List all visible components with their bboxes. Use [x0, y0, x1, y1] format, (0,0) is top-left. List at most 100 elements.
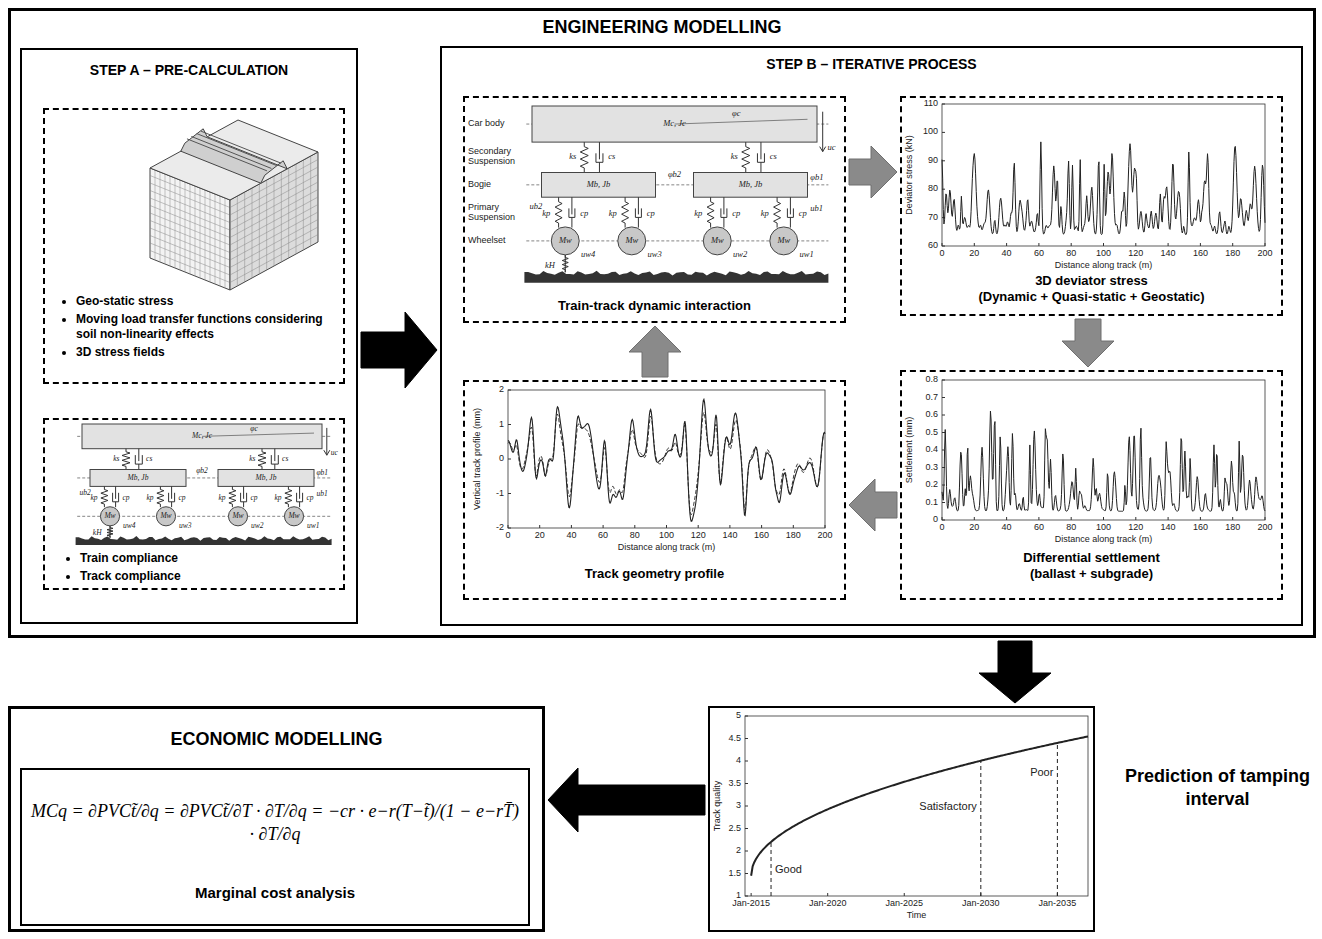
model-symbol: uw3: [647, 250, 661, 259]
wheel: [284, 507, 303, 526]
panel: Geo-static stressMoving load transfer fu…: [8, 8, 1316, 638]
damper-symbol: [138, 449, 139, 461]
model-part-label: Secondary Suspension: [468, 147, 530, 167]
axis-tick: 160: [1193, 523, 1208, 533]
mesh-line: [230, 212, 318, 260]
block-arrow: [1062, 319, 1114, 367]
damper-symbol: [638, 217, 639, 227]
axis-tick: [745, 716, 748, 717]
model-symbol: Mw: [711, 236, 724, 245]
spring-symbol: [562, 255, 568, 272]
step-panel: Train-track dynamic interaction3D deviat…: [440, 46, 1303, 626]
axis-tick: 100: [923, 127, 938, 137]
spring-symbol: [622, 197, 629, 227]
block-arrow: [849, 479, 897, 531]
axis-tick: 60: [1034, 249, 1044, 259]
damper-symbol: [757, 153, 764, 162]
damper-symbol: [299, 502, 300, 507]
axis-tick: -1: [496, 489, 504, 499]
damper-symbol: [721, 208, 727, 217]
damper-symbol: [638, 197, 639, 214]
damper-symbol: [723, 197, 724, 214]
axis-tick: [698, 525, 699, 528]
model-symbol: uw4: [123, 522, 136, 530]
axis-tick: 1.5: [728, 869, 741, 879]
block-arrow: [548, 768, 705, 832]
car-body: [82, 424, 322, 449]
model-symbol: Mw: [232, 512, 243, 520]
axis-tick: 160: [1193, 249, 1208, 259]
damper-symbol: [171, 486, 172, 498]
axis-tick: [827, 893, 828, 896]
axis-tick: [634, 525, 635, 528]
arrow-head: [820, 147, 826, 152]
axis-tick: [508, 493, 511, 494]
spring-symbol: [285, 486, 292, 507]
spring-symbol: [122, 449, 130, 470]
axis-tick: [1071, 243, 1072, 246]
plot-frame: [942, 104, 1265, 246]
model-symbol: kp: [218, 494, 225, 502]
axis-tick: [1038, 243, 1039, 246]
block-arrow: [979, 641, 1051, 703]
axis-title: Distance along track (m): [1055, 261, 1153, 271]
model-symbol: cs: [770, 153, 777, 162]
caption: Marginal cost analysis: [30, 884, 520, 903]
damper-symbol: [596, 153, 603, 162]
text-group: Marginal cost analysis: [30, 884, 520, 903]
damper-symbol: [171, 502, 172, 507]
text-group: Prediction of tamping interval: [1125, 765, 1310, 810]
damper-symbol: [274, 464, 275, 469]
rail-line: [197, 134, 277, 166]
model-symbol: ub1: [810, 204, 823, 213]
axis-tick: 40: [1002, 523, 1012, 533]
spring-symbol: [580, 142, 588, 172]
axis-tick: 0.8: [925, 375, 938, 385]
wheel: [100, 507, 119, 526]
axis-tick: 60: [1034, 523, 1044, 533]
axis-tick: [666, 525, 667, 528]
node-title: ECONOMIC MODELLING: [8, 728, 545, 751]
displacement-arrow: [326, 428, 327, 455]
axis-tick: 0: [499, 454, 504, 464]
damper-symbol: [599, 162, 600, 172]
axis-title: Deviator stress (kN): [905, 135, 915, 215]
model-symbol: ks: [569, 153, 576, 162]
model-symbol: Mw: [777, 236, 790, 245]
model-symbol: cp: [250, 494, 257, 502]
model-symbol: cp: [647, 210, 655, 219]
node-title: Differential settlement: [900, 550, 1283, 566]
axis-tick: 0.1: [925, 498, 938, 508]
model-symbol: kp: [146, 494, 153, 502]
annotation: Satisfactory: [919, 800, 976, 812]
node-title: 3D deviator stress: [900, 273, 1283, 289]
axis-tick: 110: [924, 99, 938, 109]
rail-profile: [524, 271, 828, 283]
axis-tick: 40: [1002, 249, 1012, 259]
model-symbol: kp: [761, 210, 769, 219]
model-symbol: kp: [609, 210, 617, 219]
axis-tick: 100: [1096, 249, 1111, 259]
axis-tick: [1135, 517, 1136, 520]
damper-symbol: [274, 449, 275, 461]
bogie: [90, 470, 186, 487]
arrow-head: [324, 450, 330, 455]
axis-tick: [508, 390, 511, 391]
model-symbol: kp: [90, 494, 97, 502]
model-part-label: Primary Suspension: [468, 203, 530, 223]
axis-tick: 90: [928, 156, 938, 166]
axis-tick: [1135, 243, 1136, 246]
bogie: [218, 470, 314, 487]
axis-tick: [729, 525, 730, 528]
text-group: Geo-static stressMoving load transfer fu…: [58, 294, 340, 363]
axis-tick: 20: [969, 523, 979, 533]
axis-tick: [1006, 243, 1007, 246]
axis-tick: [539, 525, 540, 528]
mesh-line: [150, 236, 230, 268]
model-symbol: uc: [827, 143, 835, 152]
axis-tick: [942, 380, 945, 381]
axis-tick: 180: [786, 531, 801, 541]
annotation: Good: [775, 863, 802, 875]
